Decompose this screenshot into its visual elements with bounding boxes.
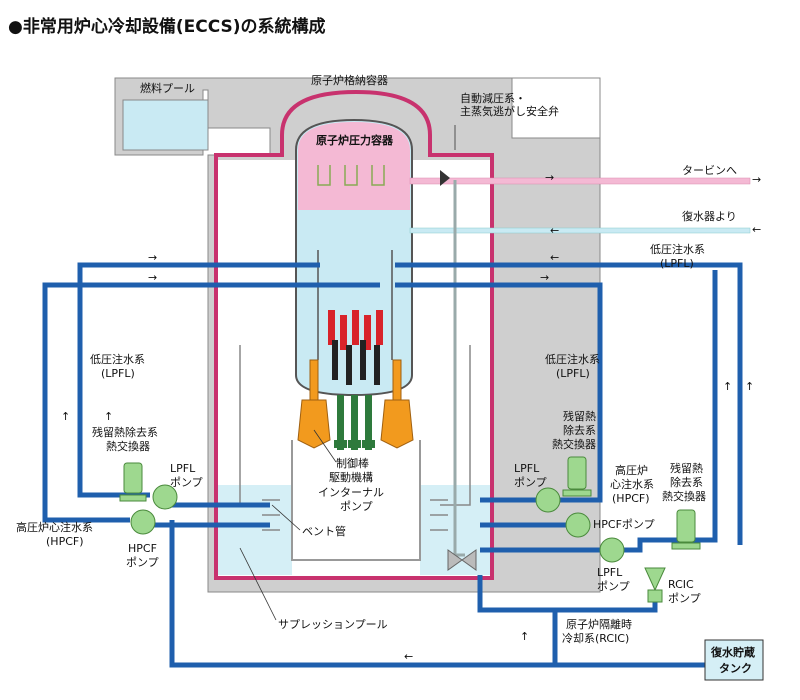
page-title: ●非常用炉心冷却設備(ECCS)の系統構成	[8, 17, 326, 37]
label-lpfl-pump-left-2: ポンプ	[170, 476, 203, 489]
label-hpcf-right-2: 心注水系	[610, 477, 654, 491]
leader-lines	[239, 125, 456, 621]
label-lpfl-left-1: 低圧注水系	[90, 352, 145, 366]
lpfl-pump-low	[599, 537, 625, 563]
relief-valve-icon	[440, 170, 450, 186]
label-relief-valve-1: 自動減圧系・	[460, 91, 526, 105]
label-rcic-pump-1: RCIC	[668, 578, 694, 591]
label-lpfl-pump-low-2: ポンプ	[597, 580, 630, 593]
label-lpfl-pump-low-1: LPFL	[597, 566, 623, 579]
label-hpcf-right-1: 高圧炉	[615, 463, 648, 477]
svg-text:↑: ↑	[745, 380, 754, 393]
label-suppression-pool: サプレッションプール	[278, 618, 388, 631]
label-lpfl-pump-right-1: LPFL	[514, 462, 540, 475]
svg-text:→: →	[540, 271, 549, 284]
label-rcic-1: 原子炉隔離時	[566, 617, 632, 631]
label-hpcf-pump-left-1: HPCF	[128, 542, 157, 555]
label-rhr-far-3: 熱交換器	[662, 489, 706, 503]
fuel-assemblies	[328, 310, 383, 385]
svg-text:→: →	[148, 271, 157, 284]
label-to-turbine: タービンへ	[682, 164, 737, 177]
label-internal-pump-1: インターナル	[318, 486, 384, 499]
label-lpfl-right-2: (LPFL)	[556, 367, 590, 380]
label-hpcf-left-1: 高圧炉心注水系	[16, 520, 93, 534]
lpfl-pump-right	[535, 487, 561, 513]
label-lpfl-upper-1: 低圧注水系	[650, 242, 705, 256]
label-containment: 原子炉格納容器	[311, 73, 388, 87]
label-hpcf-pump-left-2: ポンプ	[126, 556, 159, 569]
label-hpcf-pump-right: HPCFポンプ	[593, 518, 655, 531]
feedwater-line	[409, 227, 751, 234]
hpcf-pump-left	[130, 509, 156, 535]
svg-text:←: ←	[550, 224, 559, 237]
label-lpfl-left-2: (LPFL)	[101, 367, 135, 380]
containment-vessel	[214, 89, 494, 580]
label-relief-valve-2: 主蒸気逃がし安全弁	[460, 104, 559, 118]
rhr-heat-exchanger-far	[671, 509, 701, 550]
svg-text:↑: ↑	[104, 410, 113, 423]
label-internal-pump-2: ポンプ	[340, 500, 373, 513]
condensate-storage-tank	[704, 639, 764, 681]
steam-region	[298, 122, 410, 210]
internal-pumps	[297, 359, 414, 449]
hpcf-pump-right	[565, 512, 591, 538]
label-vent-pipe: ベント管	[302, 524, 346, 538]
rhr-heat-exchanger-left	[119, 462, 147, 502]
label-rhr-right-1: 残留熱	[563, 409, 596, 423]
label-rod-drive-2: 駆動機構	[329, 470, 373, 484]
label-rhr-left-1: 残留熱除去系	[92, 425, 158, 439]
label-fuel-pool: 燃料プール	[140, 81, 195, 95]
label-from-condenser: 復水器より	[682, 210, 737, 223]
rcic-pump	[644, 567, 666, 603]
svg-text:←: ←	[404, 650, 413, 663]
fuel-pool	[122, 99, 209, 151]
label-rhr-right-2: 除去系	[563, 423, 596, 437]
suppression-pool-left	[218, 485, 292, 575]
label-rhr-far-1: 残留熱	[670, 461, 703, 475]
flow-arrows: → → → ← → ← → ← ↑ ↑ ↑ ↑ ← ↑	[61, 171, 761, 663]
lpfl-pump-left	[152, 484, 178, 510]
valve-icon	[447, 549, 477, 571]
steam-separators	[317, 165, 385, 186]
svg-text:→: →	[752, 173, 761, 186]
label-hpcf-right-3: (HPCF)	[612, 492, 650, 505]
label-cst-2: タンク	[719, 662, 752, 675]
label-lpfl-upper-2: (LPFL)	[660, 257, 694, 270]
label-lpfl-pump-left-1: LPFL	[170, 462, 196, 475]
label-hpcf-left-2: (HPCF)	[46, 535, 84, 548]
svg-text:←: ←	[752, 223, 761, 236]
right-top-pool	[511, 77, 601, 139]
svg-text:←: ←	[550, 251, 559, 264]
pedestal	[291, 440, 421, 561]
label-pressure-vessel: 原子炉圧力容器	[316, 133, 394, 147]
label-lpfl-pump-right-2: ポンプ	[514, 476, 547, 489]
svg-text:↑: ↑	[723, 380, 732, 393]
label-rcic-pump-2: ポンプ	[668, 592, 701, 605]
svg-text:→: →	[545, 171, 554, 184]
label-rhr-right-3: 熱交換器	[552, 437, 596, 451]
svg-text:↑: ↑	[61, 410, 70, 423]
label-rhr-far-2: 除去系	[670, 475, 703, 489]
svg-text:→: →	[148, 251, 157, 264]
label-rhr-left-2: 熱交換器	[106, 439, 150, 453]
core-shroud	[317, 250, 393, 360]
label-rcic-2: 冷却系(RCIC)	[562, 632, 629, 645]
main-steam-line	[409, 177, 751, 185]
svg-text:↑: ↑	[520, 630, 529, 643]
control-rod-drives	[334, 395, 375, 450]
label-rod-drive-1: 制御棒	[336, 456, 369, 470]
label-lpfl-right-1: 低圧注水系	[545, 352, 600, 366]
label-cst-1: 復水貯蔵	[710, 645, 755, 659]
rhr-heat-exchanger-right	[562, 456, 592, 497]
